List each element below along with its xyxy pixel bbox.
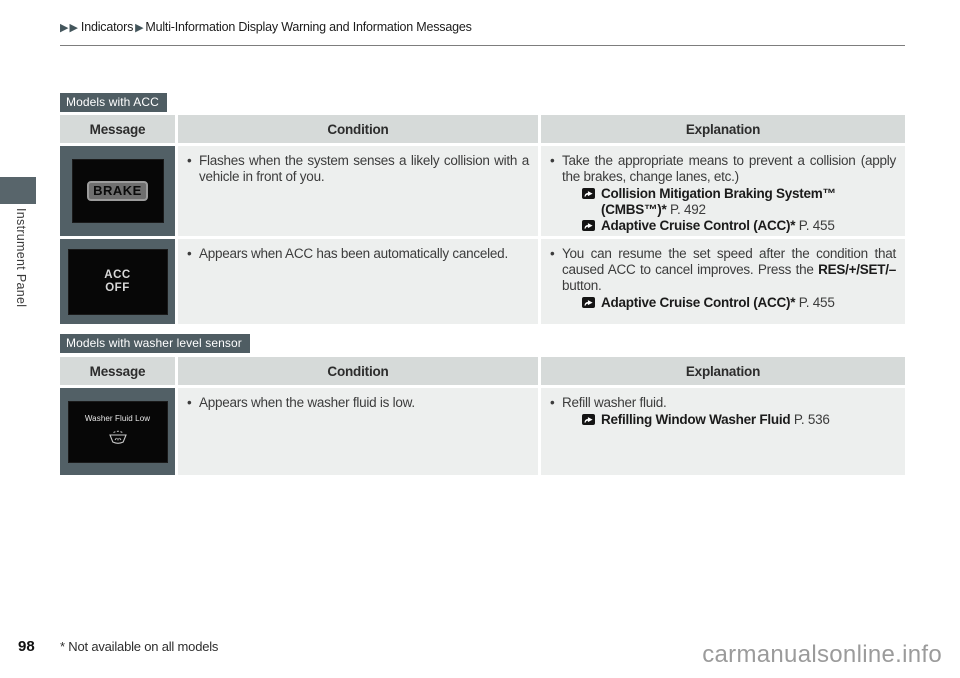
condition-text: Flashes when the system senses a likely … (186, 153, 529, 185)
column-header-message: Message (60, 357, 175, 385)
table-header-row: Message Condition Explanation (60, 357, 905, 385)
section-label-models-with-washer-sensor: Models with washer level sensor (60, 334, 250, 353)
chapter-tab-marker (0, 177, 36, 204)
breadcrumb: ▶▶Indicators▶Multi-Information Display W… (60, 20, 472, 34)
washer-fluid-low-display: Washer Fluid Low (67, 400, 168, 463)
reference-arrow-icon (582, 297, 595, 308)
footnote: * Not available on all models (60, 639, 219, 654)
reference-line: Adaptive Cruise Control (ACC)* P. 455 (549, 295, 896, 311)
explanation-text: You can resume the set speed after the c… (549, 246, 896, 294)
condition-text: Appears when ACC has been automatically … (186, 246, 529, 262)
condition-text: Appears when the washer fluid is low. (186, 395, 529, 411)
column-header-explanation: Explanation (541, 115, 905, 143)
condition-cell: Flashes when the system senses a likely … (178, 146, 538, 236)
page-number: 98 (18, 638, 35, 655)
washer-fluid-icon (108, 430, 127, 444)
section-label-models-with-acc: Models with ACC (60, 93, 167, 112)
reference-arrow-icon (582, 188, 595, 199)
condition-cell: Appears when ACC has been automatically … (178, 239, 538, 324)
reference-links: Adaptive Cruise Control (ACC)* P. 455 (549, 295, 896, 311)
condition-cell: Appears when the washer fluid is low. (178, 388, 538, 475)
breadcrumb-section: Indicators (80, 20, 134, 34)
message-cell-washer-fluid: Washer Fluid Low (60, 388, 175, 475)
table-header-row: Message Condition Explanation (60, 115, 905, 143)
message-cell-acc-off: ACC OFF (60, 239, 175, 324)
reference-line: Adaptive Cruise Control (ACC)* P. 455 (549, 218, 896, 234)
reference-arrow-icon (582, 414, 595, 425)
header-divider (60, 45, 905, 46)
breadcrumb-arrows-icon: ▶▶ (60, 22, 79, 34)
column-header-condition: Condition (178, 115, 538, 143)
table-row: BRAKE Flashes when the system senses a l… (60, 146, 905, 236)
explanation-text: Refill washer fluid. (549, 395, 896, 411)
message-cell-brake: BRAKE (60, 146, 175, 236)
explanation-cell: Take the appropriate means to prevent a … (541, 146, 905, 236)
column-header-message: Message (60, 115, 175, 143)
reference-line: Refilling Window Washer Fluid P. 536 (549, 412, 896, 428)
explanation-cell: Refill washer fluid. Refilling Window Wa… (541, 388, 905, 475)
reference-line: Collision Mitigation Braking System™ (CM… (549, 186, 896, 218)
watermark: carmanualsonline.info (702, 641, 942, 668)
reference-arrow-icon (582, 220, 595, 231)
breadcrumb-title: Multi-Information Display Warning and In… (145, 20, 472, 34)
brake-warning-display: BRAKE (71, 159, 164, 223)
washer-fluid-low-text: Washer Fluid Low (84, 413, 151, 423)
explanation-cell: You can resume the set speed after the c… (541, 239, 905, 324)
reference-links: Refilling Window Washer Fluid P. 536 (549, 412, 896, 428)
brake-indicator-icon: BRAKE (87, 181, 148, 201)
acc-off-display: ACC OFF (67, 248, 168, 315)
column-header-explanation: Explanation (541, 357, 905, 385)
breadcrumb-separator-icon: ▶ (135, 22, 144, 34)
column-header-condition: Condition (178, 357, 538, 385)
washer-messages-table: Message Condition Explanation Washer Flu… (60, 357, 905, 478)
chapter-label-vertical: Instrument Panel (14, 208, 28, 308)
table-row: ACC OFF Appears when ACC has been automa… (60, 239, 905, 324)
explanation-text: Take the appropriate means to prevent a … (549, 153, 896, 185)
table-row: Washer Fluid Low Appears when the washer… (60, 388, 905, 475)
acc-messages-table: Message Condition Explanation BRAKE Flas… (60, 115, 905, 327)
reference-links: Collision Mitigation Braking System™ (CM… (549, 186, 896, 234)
acc-off-indicator-icon: ACC OFF (104, 268, 131, 294)
